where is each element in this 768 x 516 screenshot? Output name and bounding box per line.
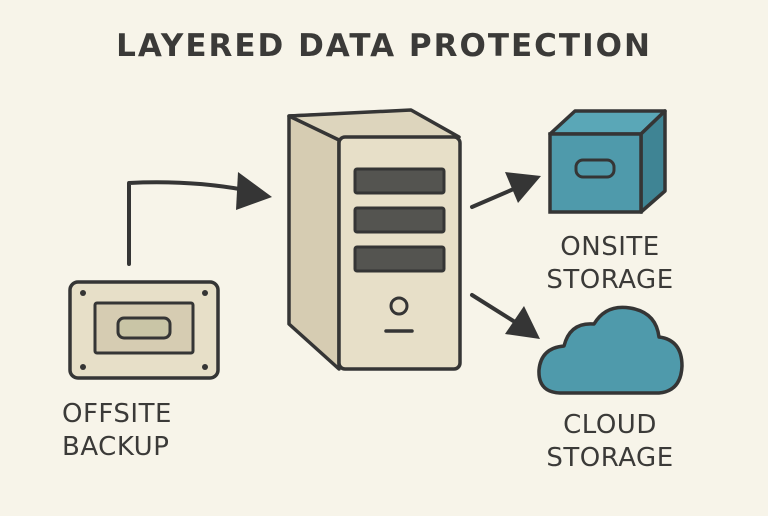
arrow-offsite-to-server <box>127 172 272 266</box>
onsite-label-line1: ONSITE <box>560 232 660 262</box>
cloud-storage-label: CLOUD STORAGE <box>530 409 690 475</box>
offsite-label-line1: OFFSITE <box>62 399 172 429</box>
arrow-server-to-onsite <box>470 172 541 209</box>
arrow-server-to-cloud <box>470 293 540 339</box>
cloud-label-line1: CLOUD <box>563 410 657 440</box>
offsite-label-line2: BACKUP <box>62 432 170 462</box>
server-tower-icon <box>287 108 462 371</box>
onsite-label-line2: STORAGE <box>546 265 674 295</box>
diagram-title: LAYERED DATA PROTECTION <box>116 28 652 64</box>
cloud-icon <box>537 305 684 395</box>
storage-box-icon <box>548 109 667 214</box>
onsite-storage-label: ONSITE STORAGE <box>530 231 690 297</box>
cloud-label-line2: STORAGE <box>546 443 674 473</box>
hard-drive-icon <box>68 280 220 380</box>
offsite-backup-label: OFFSITE BACKUP <box>62 398 212 464</box>
